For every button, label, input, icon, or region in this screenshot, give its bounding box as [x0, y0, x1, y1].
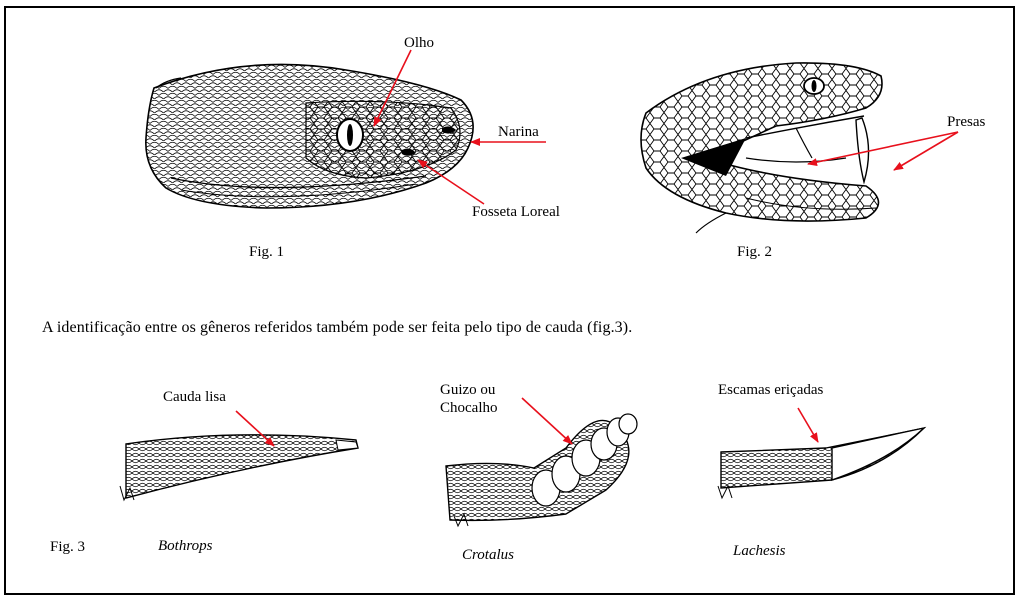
fig1-head-illustration	[146, 64, 473, 208]
label-olho: Olho	[404, 35, 434, 52]
caption-fig1: Fig. 1	[249, 244, 284, 261]
label-escamas-eriçadas: Escamas eriçadas	[718, 382, 823, 399]
tail-bothrops-illustration	[120, 435, 358, 500]
label-guizo-line1: Guizo ou	[440, 382, 495, 399]
label-fosseta-loreal: Fosseta Loreal	[472, 204, 560, 221]
genus-bothrops: Bothrops	[158, 538, 212, 555]
arrow-presas-2	[894, 132, 958, 170]
genus-lachesis: Lachesis	[733, 543, 786, 560]
label-narina: Narina	[498, 124, 539, 141]
arrow-presas-1	[808, 132, 958, 164]
label-guizo-line2: Chocalho	[440, 400, 498, 417]
arrow-escamas	[798, 408, 818, 442]
figure-frame: Olho Narina Fosseta Loreal Fig. 1 Presas…	[4, 6, 1015, 595]
caption-fig2: Fig. 2	[737, 244, 772, 261]
tail-crotalus-illustration	[446, 414, 637, 526]
caption-fig3: Fig. 3	[50, 539, 85, 556]
description-sentence: A identificação entre os gêneros referid…	[42, 319, 632, 337]
illustrations	[6, 8, 1015, 595]
tail-lachesis-illustration	[718, 428, 924, 498]
genus-crotalus: Crotalus	[462, 547, 514, 564]
label-cauda-lisa: Cauda lisa	[163, 389, 226, 406]
label-presas: Presas	[947, 114, 985, 131]
fig2-head-illustration	[641, 63, 882, 233]
arrow-guizo	[522, 398, 572, 444]
